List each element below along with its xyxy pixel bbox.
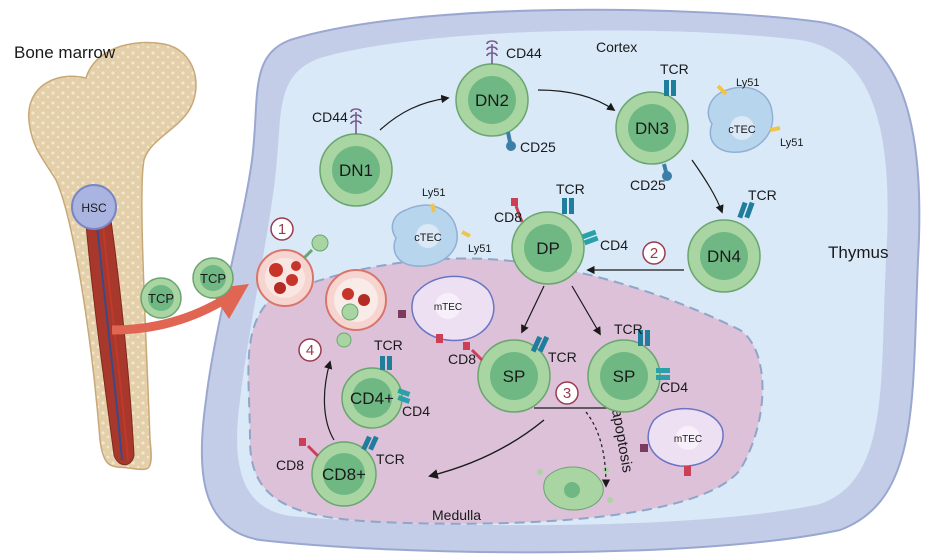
medulla-label: Medulla	[432, 507, 481, 523]
arrow-apoptosis	[585, 411, 611, 488]
cd8-receptor	[306, 444, 320, 458]
arrow-dp-sp-cd4	[571, 285, 601, 336]
svg-text:cTEC: cTEC	[728, 124, 756, 136]
blood-vessel	[325, 269, 387, 348]
hsc-cell	[71, 184, 117, 230]
svg-text:CD8+: CD8+	[322, 465, 366, 484]
tcr-label: TCR	[614, 321, 643, 337]
cd4-receptor	[397, 388, 411, 397]
dp-cell: DP TCR CD8 CD4	[494, 181, 628, 285]
cd4-label: CD4	[402, 403, 430, 419]
tcp-label: TCP	[148, 291, 174, 306]
svg-text:mTEC: mTEC	[434, 302, 462, 313]
bone-vessel	[95, 213, 123, 461]
cd8-label: CD8	[494, 209, 522, 225]
tcr-receptor	[380, 356, 385, 370]
svg-text:DN2: DN2	[475, 91, 509, 110]
ly51-label: Ly51	[780, 137, 803, 149]
cd8-receptor	[470, 348, 484, 362]
svg-text:CD4+: CD4+	[350, 389, 394, 408]
svg-text:1: 1	[278, 221, 286, 238]
tcp-cell: TCP	[140, 277, 182, 319]
dn2-cell: DN2 CD44 CD25	[455, 40, 556, 155]
arrow-dn1-dn2	[379, 94, 450, 131]
ly51-label: Ly51	[468, 243, 491, 255]
cortex-label: Cortex	[596, 39, 637, 55]
cd4-label: CD4	[600, 237, 628, 253]
tcr-label: TCR	[376, 451, 405, 467]
tcp-cell: TCP	[192, 257, 234, 299]
cd8-label: CD8	[448, 351, 476, 367]
svg-text:cTEC: cTEC	[414, 232, 442, 244]
arrow-cd8plus-vessel	[323, 360, 335, 441]
svg-text:DN1: DN1	[339, 161, 373, 180]
arrow-dp-sp-cd8	[521, 285, 545, 334]
cd44-label: CD44	[506, 45, 542, 61]
mtec-cell: mTEC	[640, 407, 724, 476]
svg-text:mTEC: mTEC	[674, 434, 702, 445]
bone-marrow-title: Bone marrow	[14, 43, 116, 62]
svg-text:SP: SP	[613, 367, 636, 386]
tcp-label: TCP	[200, 271, 226, 286]
svg-text:DP: DP	[536, 239, 560, 258]
arrow-dn3-dn4	[691, 159, 724, 214]
cd4-plus-cell: CD4+ TCR CD4	[341, 337, 430, 429]
cd25-receptor	[506, 131, 512, 143]
apoptotic-cell	[537, 466, 613, 511]
ly51-label: Ly51	[736, 77, 759, 89]
cd25-label: CD25	[520, 139, 556, 155]
arrow-dn2-dn3	[537, 89, 616, 111]
bone-vessel	[101, 213, 129, 461]
tcr-receptor	[664, 80, 669, 96]
arrow-sp-cd8plus	[428, 419, 545, 479]
hsc-label: HSC	[81, 201, 107, 215]
entry-arrow	[111, 284, 249, 335]
svg-text:4: 4	[306, 342, 314, 359]
sp-cell-cd8: SP CD8 TCR	[448, 335, 577, 413]
cd25-label: CD25	[630, 177, 666, 193]
cd8-label: CD8	[276, 457, 304, 473]
tcr-label: TCR	[548, 349, 577, 365]
bone-illustration: HSC	[27, 41, 197, 471]
step-marker-2: 2	[642, 241, 666, 265]
svg-text:DN3: DN3	[635, 119, 669, 138]
tcr-receptor	[638, 330, 643, 346]
cd44-receptor	[486, 40, 498, 64]
svg-text:DN4: DN4	[707, 247, 741, 266]
svg-text:SP: SP	[503, 367, 526, 386]
svg-text:3: 3	[563, 385, 571, 402]
cd4-receptor	[581, 229, 597, 240]
cd4-receptor	[656, 368, 670, 373]
thymus-title: Thymus	[828, 243, 888, 262]
sp-cell-cd4: SP TCR CD4	[587, 321, 688, 413]
tcr-receptor	[361, 435, 372, 451]
cd25-receptor	[662, 163, 668, 173]
step-marker-4: 4	[298, 338, 322, 362]
step-marker-1: 1	[270, 217, 294, 241]
dn1-cell: DN1 CD44	[312, 108, 393, 207]
svg-text:2: 2	[650, 245, 658, 262]
tcr-label: TCR	[556, 181, 585, 197]
dn4-cell: DN4 TCR	[687, 187, 777, 293]
cd4-label: CD4	[660, 379, 688, 395]
tcr-label: TCR	[660, 61, 689, 77]
tcr-label: TCR	[748, 187, 777, 203]
step-marker-3: 3	[555, 381, 579, 405]
cd44-label: CD44	[312, 109, 348, 125]
ctec-cell: cTEC Ly51 Ly51	[391, 187, 491, 267]
cd8-plus-cell: CD8+ CD8 TCR	[276, 435, 405, 507]
ly51-label: Ly51	[422, 187, 445, 199]
tcr-label: TCR	[374, 337, 403, 353]
tcr-receptor	[562, 198, 567, 214]
cd44-receptor	[350, 108, 362, 134]
dn3-cell: DN3 TCR CD25	[615, 61, 689, 193]
cd8-receptor	[514, 205, 524, 223]
blood-vessel	[256, 234, 329, 307]
tcr-receptor	[530, 335, 543, 353]
mtec-cell: mTEC	[398, 275, 495, 343]
tcr-receptor	[737, 201, 748, 219]
ctec-cell: cTEC Ly51 Ly51	[707, 77, 803, 153]
